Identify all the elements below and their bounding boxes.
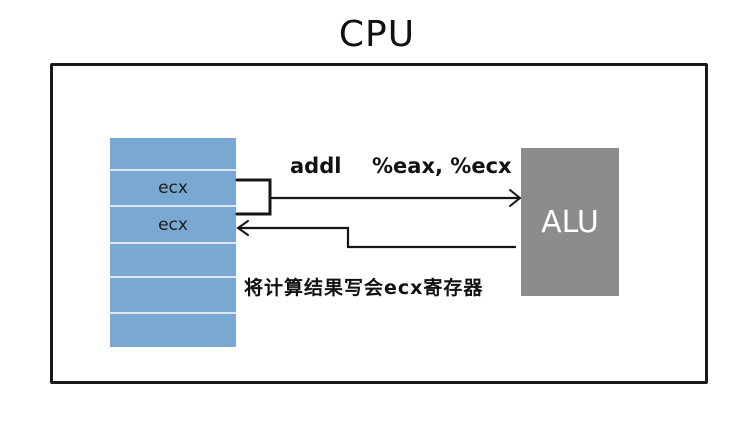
writeback-caption: 将计算结果写会ecx寄存器 xyxy=(244,277,484,299)
instruction-opcode: addl xyxy=(290,154,342,178)
operand-arrowhead xyxy=(509,189,522,207)
instruction-operands: %eax, %ecx xyxy=(372,154,512,178)
input-bracket xyxy=(235,178,272,216)
register-row-ecx: ecx xyxy=(110,171,236,207)
register-row xyxy=(110,278,236,314)
alu-block: ALU xyxy=(521,148,619,296)
register-row-ecx: ecx xyxy=(110,207,236,244)
register-row xyxy=(110,138,236,171)
result-arrowhead xyxy=(236,220,249,236)
register-file: ecx ecx xyxy=(110,138,236,347)
result-arrow-line xyxy=(238,226,517,249)
alu-label: ALU xyxy=(541,204,599,240)
register-row xyxy=(110,244,236,278)
cpu-title: CPU xyxy=(338,14,416,55)
cpu-frame xyxy=(50,63,708,384)
